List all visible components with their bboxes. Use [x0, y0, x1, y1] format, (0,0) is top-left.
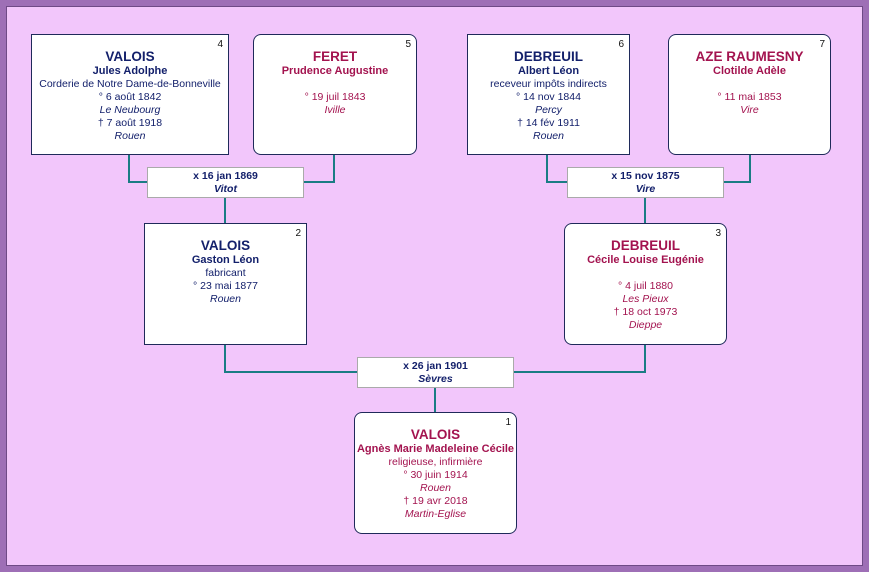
connector-line — [513, 344, 646, 373]
surname: DEBREUIL — [610, 238, 680, 253]
death-date: † 7 août 1918 — [97, 117, 163, 129]
sosa-number: 1 — [505, 417, 511, 428]
marriage-date: x 15 nov 1875 — [611, 170, 680, 182]
death-place: Rouen — [533, 130, 564, 142]
person-card-2[interactable]: 2 VALOIS Gaston Léon fabricant ° 23 mai … — [144, 223, 307, 345]
birth-date: ° 11 mai 1853 — [717, 91, 782, 103]
death-date: † 14 fév 1911 — [517, 117, 580, 129]
sosa-number: 2 — [295, 228, 301, 239]
given-names: Agnès Marie Madeleine Cécile — [356, 443, 515, 455]
death-date: † 19 avr 2018 — [403, 495, 468, 507]
death-date: † 18 oct 1973 — [613, 306, 678, 318]
birth-place: Le Neubourg — [99, 104, 161, 116]
given-names: Gaston Léon — [191, 254, 260, 266]
person-card-7[interactable]: 7 AZE RAUMESNY Clotilde Adèle ° 11 mai 1… — [668, 34, 831, 155]
occupation: religieuse, infirmière — [388, 456, 483, 468]
marriage-date: x 26 jan 1901 — [403, 360, 468, 372]
connector-line — [723, 154, 751, 183]
occupation: receveur impôts indirects — [490, 78, 607, 90]
death-place: Rouen — [114, 130, 146, 142]
birth-place: Iville — [324, 104, 346, 116]
birth-date: ° 30 juin 1914 — [403, 469, 468, 481]
death-place: Dieppe — [628, 319, 663, 331]
surname: FERET — [312, 49, 358, 64]
birth-place: Percy — [535, 104, 562, 116]
marriage-box-2-3[interactable]: x 26 jan 1901 Sèvres — [357, 357, 514, 388]
connector-line — [128, 154, 148, 183]
given-names: Clotilde Adèle — [713, 65, 786, 77]
marriage-place: Vitot — [214, 183, 237, 195]
person-card-3[interactable]: 3 DEBREUIL Cécile Louise Eugénie ° 4 jui… — [564, 223, 727, 345]
surname: AZE RAUMESNY — [695, 49, 804, 64]
given-names: Albert Léon — [517, 65, 580, 77]
death-place: Martin-Eglise — [404, 508, 467, 520]
birth-place: Rouen — [420, 482, 451, 494]
birth-date: ° 6 août 1842 — [98, 91, 162, 103]
birth-date: ° 19 juil 1843 — [304, 91, 366, 103]
marriage-box-6-7[interactable]: x 15 nov 1875 Vire — [567, 167, 724, 198]
person-card-4[interactable]: 4 VALOIS Jules Adolphe Corderie de Notre… — [31, 34, 229, 155]
marriage-place: Vire — [635, 183, 656, 195]
birth-date: ° 23 mai 1877 — [193, 280, 258, 292]
connector-line — [546, 154, 568, 183]
person-card-5[interactable]: 5 FERET Prudence Augustine ° 19 juil 184… — [253, 34, 417, 155]
sosa-number: 6 — [618, 39, 624, 50]
sosa-number: 7 — [819, 39, 825, 50]
birth-place: Vire — [740, 104, 759, 116]
birth-place: Rouen — [210, 293, 241, 305]
sosa-number: 3 — [715, 228, 721, 239]
occupation: Corderie de Notre Dame-de-Bonneville — [39, 78, 221, 90]
surname: VALOIS — [410, 427, 461, 442]
sosa-number: 4 — [217, 39, 223, 50]
given-names: Jules Adolphe — [92, 65, 168, 77]
surname: VALOIS — [105, 49, 155, 64]
sosa-number: 5 — [405, 39, 411, 50]
marriage-date: x 16 jan 1869 — [193, 170, 258, 182]
given-names: Prudence Augustine — [281, 65, 389, 77]
surname: VALOIS — [200, 238, 251, 253]
connector-line — [303, 154, 335, 183]
birth-place: Les Pieux — [622, 293, 669, 305]
surname: DEBREUIL — [513, 49, 583, 64]
birth-date: ° 4 juil 1880 — [618, 280, 673, 292]
marriage-place: Sèvres — [418, 373, 453, 385]
given-names: Cécile Louise Eugénie — [587, 254, 704, 266]
occupation: fabricant — [205, 267, 246, 279]
person-card-1[interactable]: 1 VALOIS Agnès Marie Madeleine Cécile re… — [354, 412, 517, 534]
person-card-6[interactable]: 6 DEBREUIL Albert Léon receveur impôts i… — [467, 34, 630, 155]
marriage-box-4-5[interactable]: x 16 jan 1869 Vitot — [147, 167, 304, 198]
birth-date: ° 14 nov 1844 — [516, 91, 581, 103]
connector-line — [224, 344, 358, 373]
